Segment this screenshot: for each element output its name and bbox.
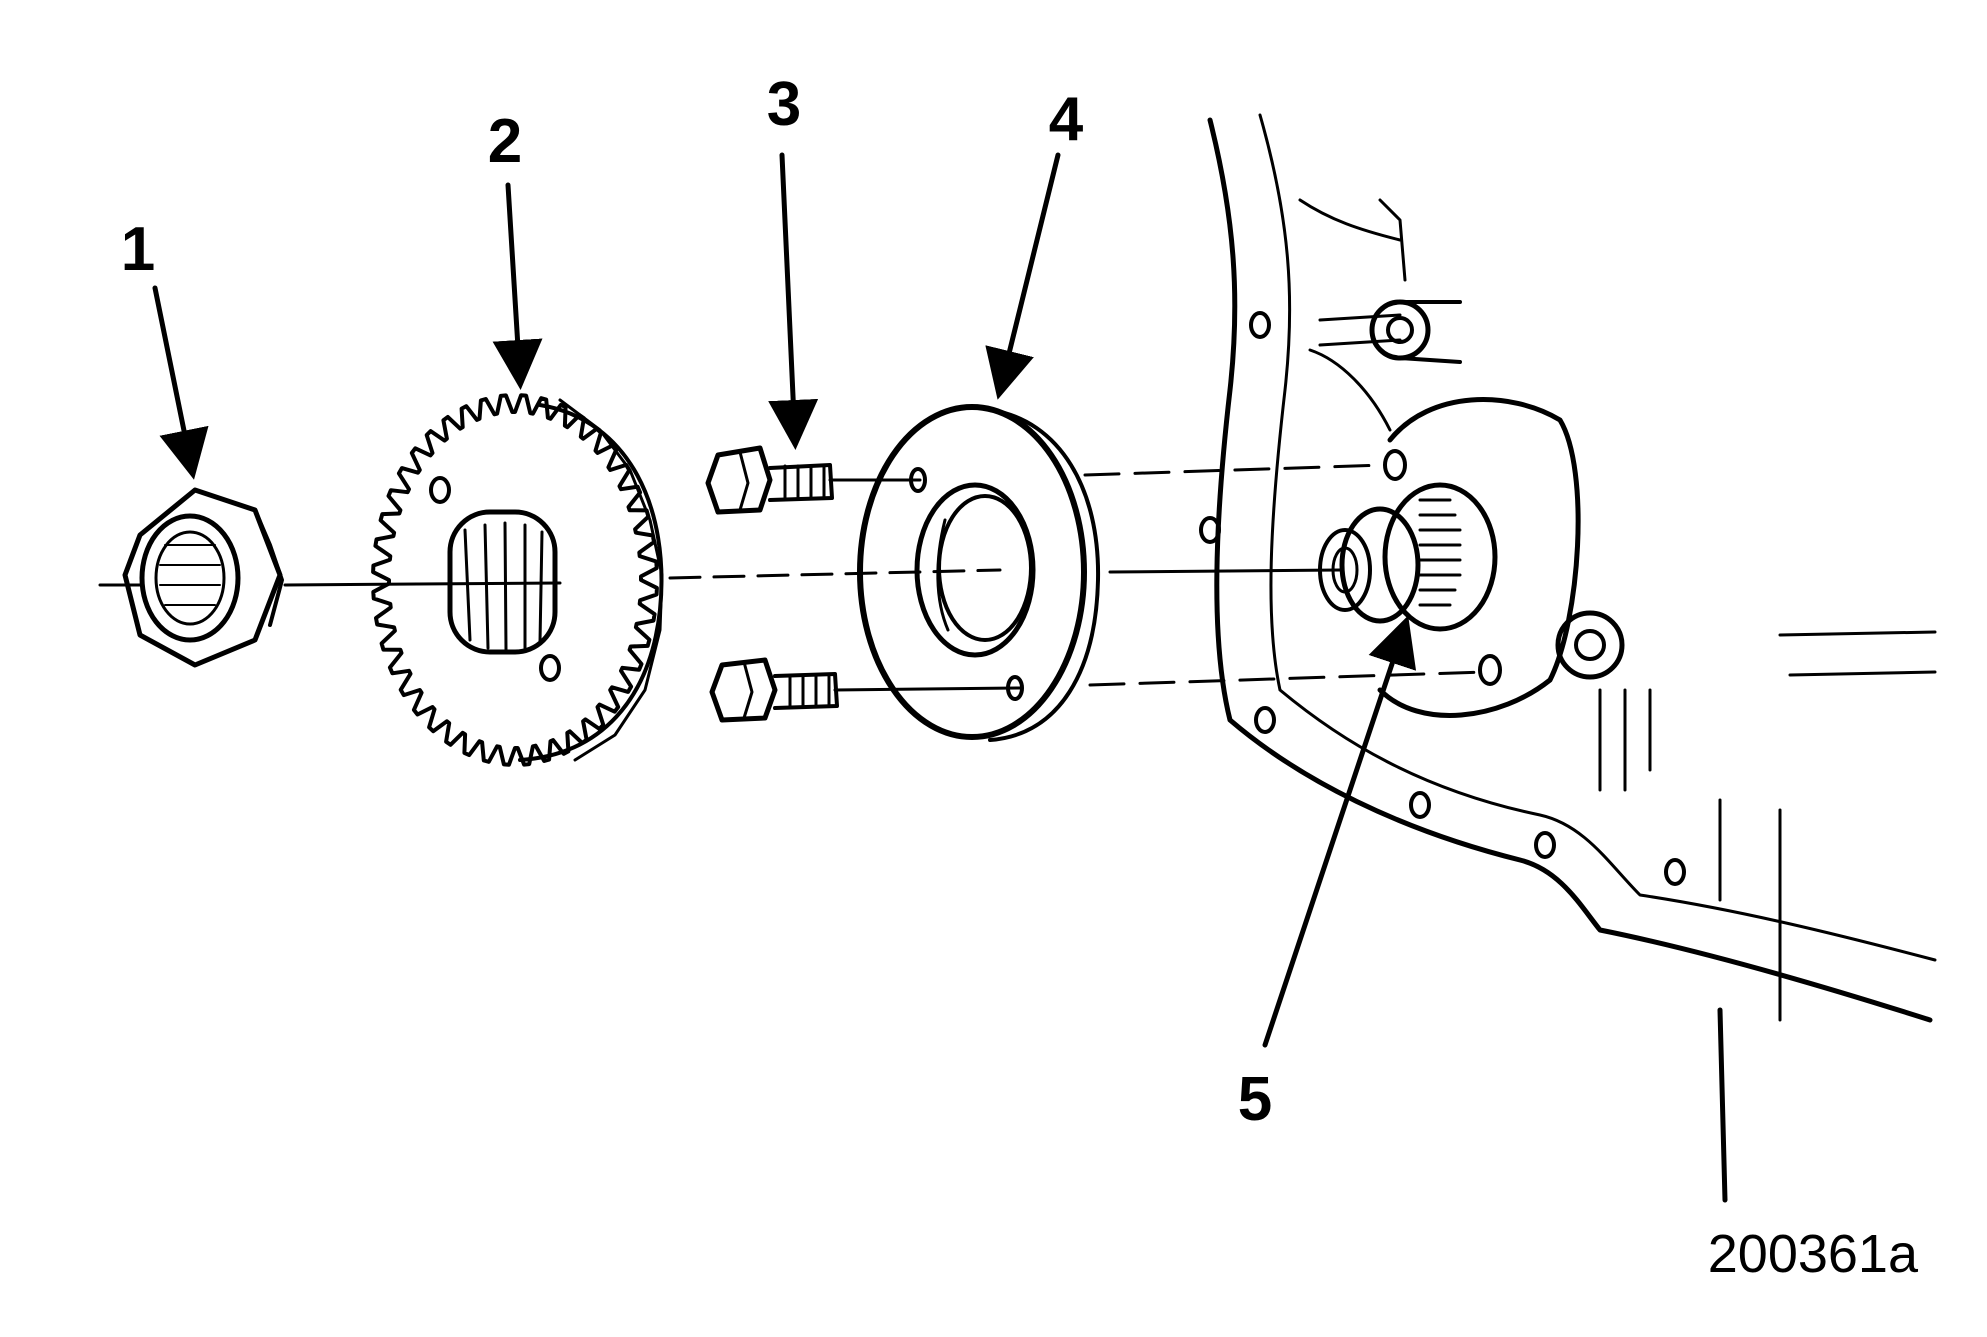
callout-arrow-3 bbox=[768, 152, 819, 450]
bolt-lower bbox=[709, 657, 839, 723]
callout-arrow-4 bbox=[985, 152, 1061, 400]
callout-label-3: 3 bbox=[767, 70, 801, 139]
callout-arrow-2 bbox=[492, 182, 543, 390]
callout-label-5: 5 bbox=[1238, 1065, 1272, 1134]
hex-nut bbox=[122, 487, 284, 668]
retainer-plate bbox=[857, 404, 1101, 742]
figure-number: 200361a bbox=[1708, 1224, 1919, 1284]
housing bbox=[1199, 113, 1937, 1203]
gear bbox=[371, 393, 664, 767]
callout-label-2: 2 bbox=[488, 107, 522, 176]
callout-label-1: 1 bbox=[121, 215, 155, 284]
callout-arrows bbox=[152, 152, 1417, 1048]
callout-arrow-1 bbox=[152, 285, 209, 480]
callout-label-4: 4 bbox=[1049, 85, 1084, 154]
alignment-lines bbox=[98, 463, 1487, 692]
bolt-upper bbox=[705, 445, 834, 515]
callout-arrow-5 bbox=[1262, 615, 1417, 1048]
